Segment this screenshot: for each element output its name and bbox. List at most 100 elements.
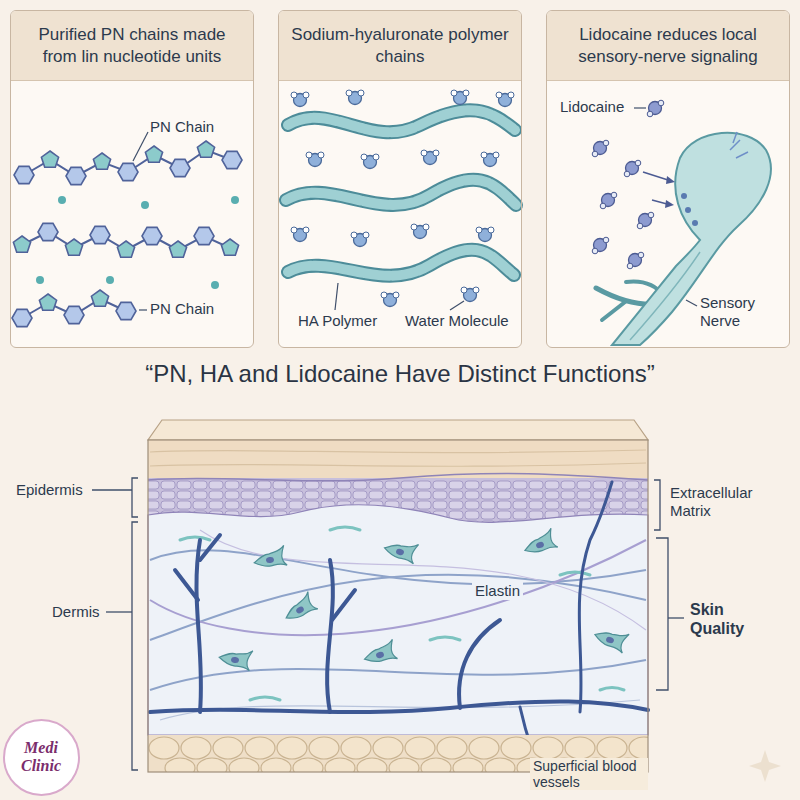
panel-ground <box>546 10 790 348</box>
collagen-fiber <box>150 575 646 640</box>
bracket <box>92 478 684 770</box>
pn-chain-drawing <box>118 163 138 180</box>
collagen-fiber <box>150 660 646 690</box>
fat-layer <box>357 758 387 772</box>
fat-layer <box>181 737 211 759</box>
node-text: Sodium-hyaluronate polymer chains <box>279 11 521 81</box>
sensory-nerve-drawing <box>596 132 771 345</box>
leader-line <box>139 309 147 310</box>
ha-polymer-drawing <box>288 250 514 276</box>
water-molecule-drawing <box>411 224 429 239</box>
fat-layer <box>149 737 179 759</box>
water-molecule-drawing <box>306 152 324 167</box>
lidocaine-molecule-drawing <box>600 192 617 209</box>
leader-line <box>634 107 646 108</box>
pn-chain-drawing <box>12 309 32 326</box>
fat-layer <box>405 737 435 759</box>
fat-layer <box>469 737 499 759</box>
fibroblast-cell <box>218 645 253 670</box>
ha-polymer-drawing <box>288 110 515 132</box>
fat-layer <box>485 758 515 772</box>
bracket <box>92 489 132 490</box>
leader-line <box>133 108 697 310</box>
part-label: Extracellular Matrix <box>670 484 782 520</box>
fat-layer <box>341 737 371 759</box>
lidocaine-molecule-drawing <box>647 100 664 117</box>
fat-layer <box>629 737 648 759</box>
part-label: Skin Quality <box>690 600 770 638</box>
lidocaine-molecule-drawing <box>592 237 609 254</box>
sparkle <box>749 750 781 782</box>
sensory-nerve-drawing <box>681 193 687 199</box>
fat-layer <box>597 737 627 759</box>
leader-line <box>133 132 148 161</box>
water-molecule-drawing <box>291 92 309 107</box>
fat-layer <box>453 758 483 772</box>
water-molecule-drawing <box>291 90 514 307</box>
elastin-wisp <box>600 688 624 691</box>
water-molecule-drawing <box>291 227 309 242</box>
part-label: Superficial blood vessels <box>530 758 648 790</box>
pn-chain-drawing <box>117 241 134 257</box>
ha-polymer-drawing <box>288 250 514 276</box>
water-molecule-drawing <box>361 154 379 169</box>
part-label: Water Molecule <box>405 312 509 330</box>
pn-chain-drawing <box>39 294 56 310</box>
lidocaine-molecule-drawing <box>652 200 667 204</box>
bracket <box>132 522 138 770</box>
fat-layer <box>373 737 403 759</box>
bracket <box>106 611 132 612</box>
pn-chain-drawing <box>66 167 86 184</box>
water-molecule-drawing <box>346 90 364 105</box>
lidocaine-molecule-drawing <box>624 160 641 177</box>
fat-layer <box>421 758 451 772</box>
part-label: PN Chain <box>150 118 214 136</box>
skin-section <box>148 420 659 778</box>
lidocaine-molecule-drawing <box>643 172 668 180</box>
fat-layer <box>325 758 355 772</box>
fibroblast-cell <box>280 592 318 625</box>
fibroblast-cell <box>382 536 418 564</box>
pn-chain-drawing <box>194 227 214 244</box>
fat-layer <box>309 737 339 759</box>
fibroblast-cell <box>218 528 629 670</box>
water-molecule-drawing <box>481 152 499 167</box>
fibroblast-cell <box>361 639 397 667</box>
blood-vessel <box>196 540 201 712</box>
ha-polymer-drawing <box>288 110 515 132</box>
fat-layer <box>165 758 195 772</box>
lidocaine-molecule-drawing <box>592 100 675 269</box>
fat-layer <box>293 758 323 772</box>
collagen-fiber <box>150 530 646 720</box>
water-molecule-drawing <box>421 150 439 165</box>
pn-chain-drawing <box>169 241 186 257</box>
skin-section <box>150 450 646 466</box>
fat-layer <box>501 737 531 759</box>
blood-vessel <box>150 701 648 712</box>
lidocaine-molecule-drawing <box>666 176 675 184</box>
lidocaine-molecule-drawing <box>637 212 654 229</box>
pn-chain-drawing <box>197 141 214 157</box>
elastin-wisp <box>330 527 360 530</box>
fibroblast-cell <box>521 528 558 558</box>
leader-line <box>335 283 338 310</box>
pn-chain-drawing <box>222 151 242 168</box>
part-label: Dermis <box>52 603 100 621</box>
fat-layer <box>229 758 259 772</box>
blood-vessel <box>579 482 612 712</box>
pn-chain-drawing <box>41 151 58 167</box>
fibroblast-cell <box>592 623 629 653</box>
fat-layer <box>533 737 563 759</box>
water-molecule-drawing <box>496 92 514 107</box>
node-text: Purified PN chains made from lin nucleot… <box>11 11 253 81</box>
clinic-logo: Medi Clinic <box>3 719 80 796</box>
sensory-nerve-drawing <box>692 220 698 226</box>
pn-chain-drawing <box>106 276 114 284</box>
diagram-title: “PN, HA and Lidocaine Have Distinct Func… <box>0 360 800 388</box>
info-panel: Sodium-hyaluronate polymer chains <box>278 10 522 348</box>
blood-vessel <box>332 590 355 620</box>
